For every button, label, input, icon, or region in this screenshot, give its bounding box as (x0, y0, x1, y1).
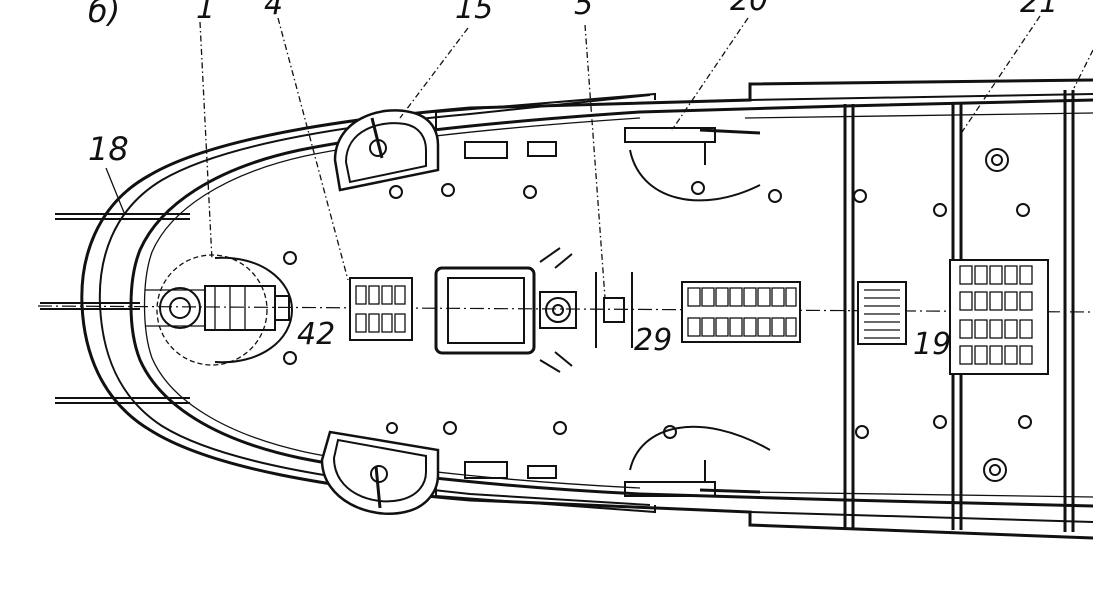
capstan (539, 247, 577, 373)
fairlead-starboard (333, 109, 440, 192)
bow-fittings (40, 213, 190, 404)
deck-cleats (464, 141, 557, 479)
hatch-4 (349, 277, 413, 341)
deck-lights (283, 148, 1032, 482)
fairlead-port (320, 430, 440, 515)
skylight (434, 266, 536, 355)
callout-15: 15 (455, 0, 493, 26)
davit-port (624, 425, 771, 497)
callout-20: 20 (730, 0, 768, 18)
callout-5: 5 (574, 0, 593, 22)
mast-step-5 (595, 272, 633, 348)
hatch-29 (681, 281, 801, 343)
hull-outline (80, 78, 1093, 540)
centerline (37, 305, 1093, 313)
frame-number-29: 29 (634, 323, 672, 358)
ladder-hatch (857, 281, 907, 345)
windlass (145, 254, 294, 366)
callout-1: 1 (196, 0, 215, 26)
figure-label: б) (88, 0, 120, 30)
frame-number-42: 42 (297, 317, 335, 352)
callout-4: 4 (264, 0, 283, 22)
leader-lines (105, 15, 1093, 299)
hatch-19 (949, 259, 1049, 375)
davit-starboard (624, 127, 761, 202)
callout-21: 21 (1020, 0, 1058, 20)
frame-number-19: 19 (913, 327, 951, 362)
callout-18: 18 (88, 130, 129, 168)
